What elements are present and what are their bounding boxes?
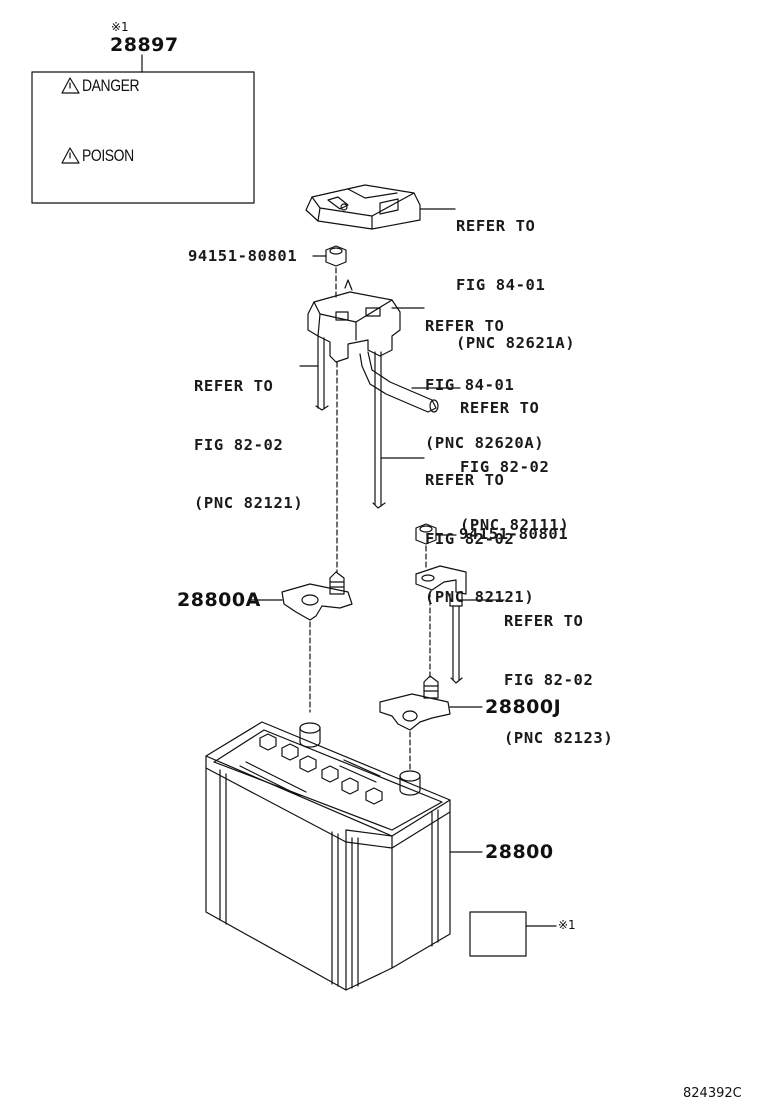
nut-top-icon	[312, 245, 347, 299]
clamp-negative-part-number: 28800J	[485, 696, 562, 718]
reference-line: FIG 84-01	[456, 275, 546, 294]
reference-fig-82-02-82121: REFER TO FIG 82-02 (PNC 82121)	[425, 432, 534, 627]
reference-line: (PNC 82111)	[460, 516, 570, 534]
clamp-negative-icon	[379, 675, 483, 771]
reference-line: FIG 82-02	[460, 457, 550, 476]
reference-line: REFER TO	[504, 612, 584, 630]
clamp-positive-part-number: 28800A	[177, 589, 261, 611]
reference-line: (PNC 82123)	[504, 729, 614, 747]
reference-line: REFER TO	[460, 399, 540, 417]
terminal-cover-icon	[305, 184, 456, 230]
ground-bracket-icon	[415, 565, 505, 684]
battery-icon	[205, 721, 557, 991]
reference-fig-82-02-82111: REFER TO FIG 82-02 (PNC 82111)	[460, 360, 569, 555]
nut-top-part-number: 94151-80801	[188, 247, 298, 265]
reference-line: (PNC 82121)	[425, 588, 535, 606]
warning-poison-text: POISON	[82, 146, 134, 165]
reference-fig-82-02-82123: REFER TO FIG 82-02 (PNC 82123)	[504, 573, 613, 768]
junction-block-icon	[299, 279, 461, 573]
reference-line: FIG 82-02	[194, 435, 284, 454]
reference-line: FIG 82-02	[425, 529, 515, 548]
label-part-number: 28897	[110, 34, 179, 56]
reference-fig-84-01-82620a: REFER TO FIG 84-01 (PNC 82620A)	[425, 278, 544, 473]
reference-line: REFER TO	[425, 471, 505, 489]
reference-line: (PNC 82620A)	[425, 434, 545, 452]
illustration-id: 824392C	[683, 1086, 742, 1101]
warning-danger-text: DANGER	[82, 76, 140, 95]
reference-line: (PNC 82121)	[194, 494, 304, 512]
reference-line: FIG 82-02	[504, 670, 594, 689]
reference-line: FIG 84-01	[425, 375, 515, 394]
clamp-positive-icon	[249, 571, 353, 713]
nut-right-icon	[415, 523, 457, 571]
reference-fig-84-01-82621a: REFER TO FIG 84-01 (PNC 82621A)	[456, 178, 575, 373]
battery-label-note-mark: ※1	[558, 918, 576, 932]
reference-fig-82-02-82121-left: REFER TO FIG 82-02 (PNC 82121)	[194, 338, 303, 533]
battery-part-number: 28800	[485, 841, 554, 863]
warning-label-box	[31, 54, 255, 204]
nut-right-part-number: 94151-80801	[459, 525, 569, 543]
reference-line: REFER TO	[194, 377, 274, 395]
reference-line: REFER TO	[425, 317, 505, 335]
reference-line: REFER TO	[456, 217, 536, 235]
label-note-mark: ※1	[111, 20, 129, 34]
reference-line: (PNC 82621A)	[456, 334, 576, 352]
